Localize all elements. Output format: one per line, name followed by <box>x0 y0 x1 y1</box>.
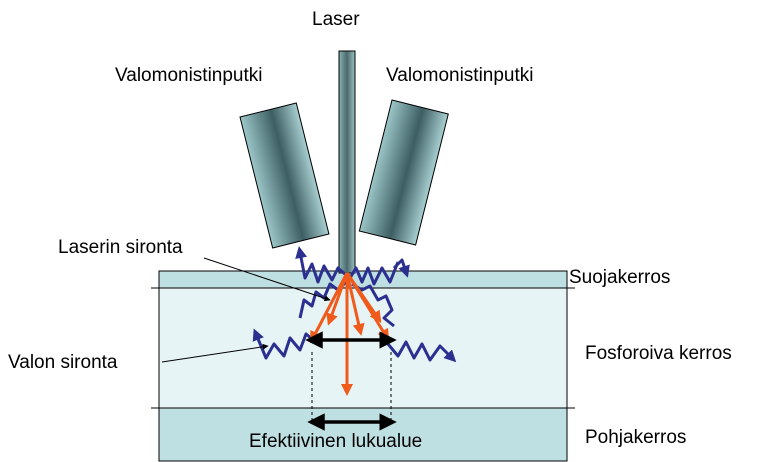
photomultiplier-tube-left <box>239 102 330 249</box>
phosphor-layer <box>158 287 568 409</box>
photomultiplier-tube-right <box>358 99 449 246</box>
label-effective-area: Efektiivinen lukualue <box>249 431 422 452</box>
light-scatter-leader <box>161 343 269 363</box>
laser-scatter-leader <box>203 257 331 302</box>
label-phosphor-layer: Fosforoiva kerros <box>585 343 732 364</box>
label-laser: Laser <box>312 9 360 30</box>
laser-beam <box>338 50 356 274</box>
laser-scatter-rays <box>310 272 390 396</box>
scattered-light-waves <box>252 246 457 363</box>
label-pmt-left: Valomonistinputki <box>115 65 263 86</box>
label-pmt-right: Valomonistinputki <box>386 65 534 86</box>
label-laser-scatter: Laserin sironta <box>58 237 183 258</box>
label-base-layer: Pohjakerros <box>585 427 686 448</box>
label-light-scatter: Valon sironta <box>8 352 118 373</box>
label-protective-layer: Suojakerros <box>569 267 670 288</box>
